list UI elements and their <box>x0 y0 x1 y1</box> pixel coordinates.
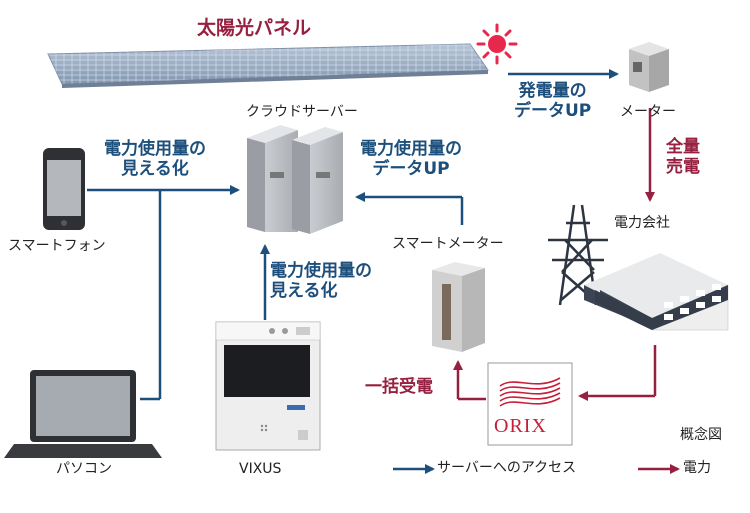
laptop-icon <box>4 370 162 458</box>
orix-logo <box>487 362 573 446</box>
concept-label: 概念図 <box>680 427 722 443</box>
pc-label: パソコン <box>56 461 112 477</box>
gen-data-label: 発電量の データUP <box>514 81 592 121</box>
vixus-label: VIXUS <box>239 461 282 477</box>
power-company-label: 電力会社 <box>614 215 670 231</box>
sun-icon <box>476 23 518 65</box>
usage-data-up-label: 電力使用量の データUP <box>360 139 462 179</box>
legend-server-access: サーバーへのアクセス <box>437 460 577 476</box>
smart-meter-icon <box>432 262 485 352</box>
solar-panel-title: 太陽光パネル <box>197 17 312 39</box>
zenryo-label: 全量 売電 <box>666 137 700 177</box>
cloud-server-label: クラウドサーバー <box>246 104 358 120</box>
cloud-server-icon <box>247 125 343 234</box>
smartphone-icon <box>43 148 85 230</box>
vixus-icon <box>215 321 321 451</box>
legend-power: 電力 <box>683 460 711 476</box>
power-arrows <box>453 108 680 474</box>
solar-panel <box>47 43 489 88</box>
bulk-power-label: 一括受電 <box>365 377 433 397</box>
smartphone-label: スマートフォン <box>8 238 106 254</box>
orix-logo-text: ORIX <box>494 415 547 437</box>
meter-icon <box>629 42 669 92</box>
vixus-visualization-label: 電力使用量の 見える化 <box>270 261 372 301</box>
smart-meter-label: スマートメーター <box>392 236 504 252</box>
power-company-icon <box>548 204 729 331</box>
visualization-label: 電力使用量の 見える化 <box>104 139 206 179</box>
meter-label: メーター <box>620 104 676 120</box>
access-arrows <box>87 69 619 474</box>
